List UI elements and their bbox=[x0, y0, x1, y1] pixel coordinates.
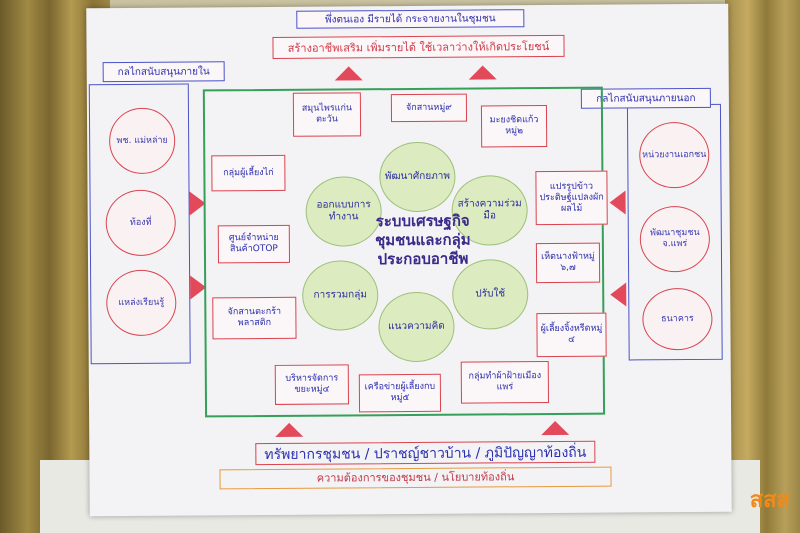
box-mayong: มะยงชิดแก้วหมู่๒ bbox=[480, 105, 548, 148]
box-weave-9: จักสานหมู่๙ bbox=[390, 93, 468, 123]
box-rice: แปรรูปข้าวประดิษฐ์แปลงผักผลไม้ bbox=[535, 170, 608, 226]
left-panel-title: กลไกสนับสนุนภายใน bbox=[102, 61, 225, 83]
top-banner-2: สร้างอาชีพเสริม เพิ่มรายได้ ใช้เวลาว่างใ… bbox=[272, 34, 565, 59]
left-circle-3: แหล่งเรียนรู้ bbox=[106, 269, 177, 337]
right-circle-2: พัฒนาชุมชน จ.แพร่ bbox=[639, 205, 711, 273]
right-curtain bbox=[725, 0, 800, 533]
bottom-up-arrow-1 bbox=[275, 422, 304, 437]
box-frog: เครือข่ายผู้เลี้ยงกบ หมู่๕ bbox=[358, 373, 442, 413]
box-plastic-basket: จักสานตะกร้าพลาสติก bbox=[212, 296, 297, 340]
petal-adapt: ปรับใช้ bbox=[451, 259, 529, 330]
box-cricket: ผู้เลี้ยงจิ้งหรีดหมู่ ๔ bbox=[536, 312, 607, 358]
box-chicken: กลุ่มผู้เลี้ยงไก่ bbox=[211, 154, 286, 192]
petal-concept: แนวความคิด bbox=[378, 291, 455, 363]
top-banner-1: พึ่งตนเอง มีรายได้ กระจายงานในชุมชน bbox=[296, 9, 525, 29]
community-resources: ทรัพยากรชุมชน / ปราชญ์ชาวบ้าน / ภูมิปัญญ… bbox=[255, 440, 596, 466]
center-title: ระบบเศรษฐกิจชุมชนและกลุ่มประกอบอาชีพ bbox=[375, 211, 471, 269]
sss-logo: สสส bbox=[749, 488, 790, 513]
left-circle-2: ท้องที่ bbox=[105, 189, 176, 257]
petal-grouping: การรวมกลุ่ม bbox=[302, 260, 379, 331]
right-arrow-2 bbox=[610, 282, 627, 307]
box-otop: ศูนย์จำหน่ายสินค้าOTOP bbox=[217, 224, 291, 264]
poster-sheet: พึ่งตนเอง มีรายได้ กระจายงานในชุมชน สร้า… bbox=[86, 3, 732, 517]
bottom-up-arrow-2 bbox=[541, 420, 570, 436]
community-needs: ความต้องการของชุมชน / นโยบายท้องถิ่น bbox=[219, 466, 612, 490]
right-arrow-1 bbox=[609, 190, 626, 215]
left-circle-1: พช. แม่หล่าย bbox=[108, 107, 176, 175]
petal-develop: พัฒนาศักยภาพ bbox=[379, 141, 456, 213]
up-arrow-1 bbox=[334, 66, 363, 81]
box-herb: สมุนไพรแก่นตะวัน bbox=[292, 92, 362, 137]
box-cotton: กลุ่มทำผ้าฝ้ายเมืองแพร่ bbox=[460, 361, 550, 404]
up-arrow-2 bbox=[468, 65, 497, 80]
right-circle-3: ธนาคาร bbox=[642, 287, 713, 351]
box-mushroom: เห็ดนางฟ้าหมู่ ๖,๗ bbox=[535, 242, 601, 284]
right-circle-1: หน่วยงานเอกชน bbox=[639, 121, 710, 189]
box-waste: บริหารจัดการขยะหมู่๔ bbox=[274, 364, 350, 405]
